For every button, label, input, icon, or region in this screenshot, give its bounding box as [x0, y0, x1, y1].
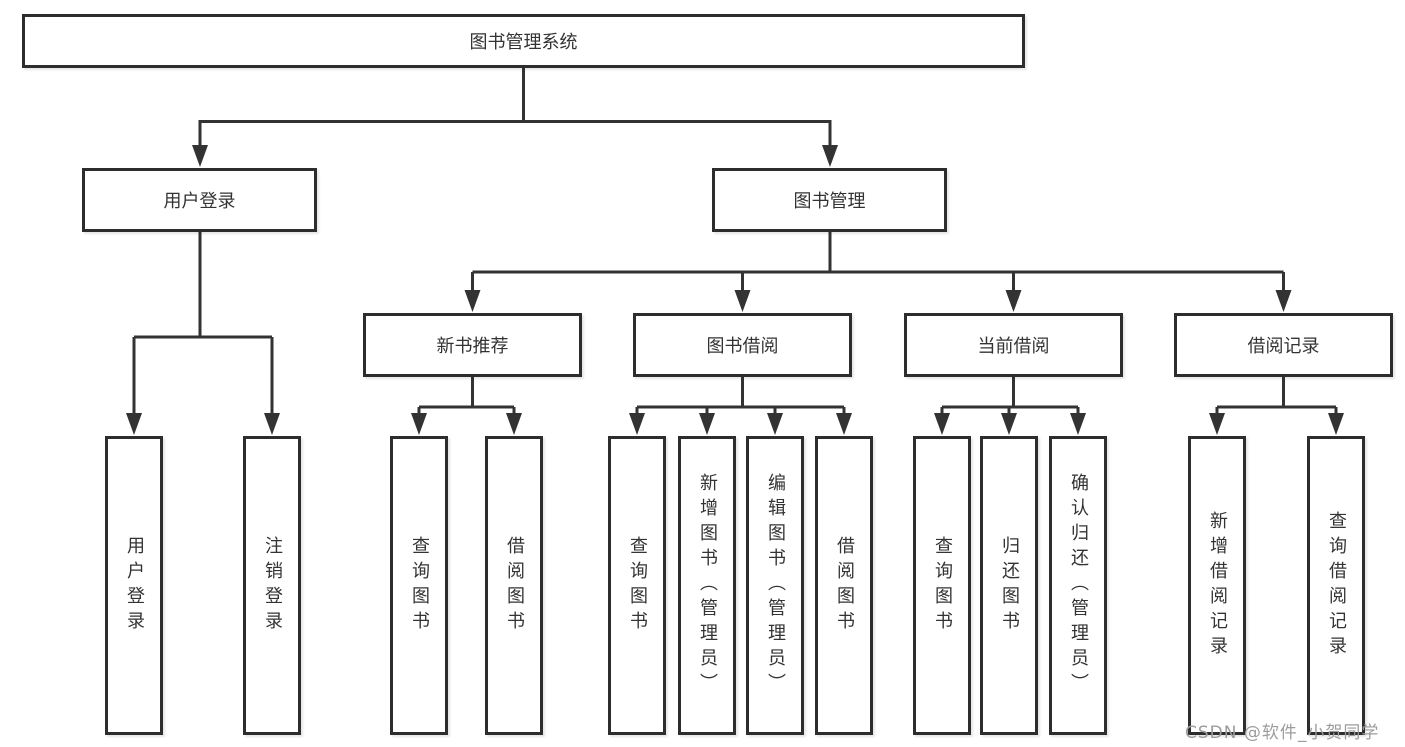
node-book-management-branch: 图书管理 — [712, 168, 947, 232]
node-leaf-borrow-books-recommend: 借阅图书 — [485, 436, 543, 735]
leaf-label: 查询图书 — [932, 535, 953, 636]
leaf-label: 新增借阅记录 — [1207, 510, 1228, 661]
arrow-down-icon — [1209, 413, 1225, 435]
leaf-label: 编辑图书（管理员） — [765, 473, 786, 698]
leaf-label: 用户登录 — [124, 535, 145, 636]
node-leaf-borrow-books: 借阅图书 — [815, 436, 873, 735]
node-leaf-add-borrow-record: 新增借阅记录 — [1188, 436, 1246, 735]
leaf-label: 注销登录 — [262, 535, 283, 636]
arrow-down-icon — [699, 413, 715, 435]
arrow-down-icon — [767, 413, 783, 435]
node-leaf-query-borrow-record: 查询借阅记录 — [1307, 436, 1365, 735]
node-leaf-return-books: 归还图书 — [980, 436, 1038, 735]
arrow-down-icon — [629, 413, 645, 435]
arrow-down-icon — [1070, 413, 1086, 435]
arrow-down-icon — [506, 413, 522, 435]
leaf-label: 借阅图书 — [504, 535, 525, 636]
arrow-down-icon — [1001, 413, 1017, 435]
node-borrow-record: 借阅记录 — [1174, 313, 1393, 377]
leaf-label: 查询图书 — [409, 535, 430, 636]
arrow-down-icon — [836, 413, 852, 435]
node-leaf-query-books-borrow: 查询图书 — [608, 436, 666, 735]
arrow-down-icon — [126, 413, 142, 435]
csdn-watermark: CSDN @软件_小贺同学 — [1185, 723, 1380, 743]
node-leaf-logout: 注销登录 — [243, 436, 301, 735]
arrow-down-icon — [264, 413, 280, 435]
arrow-down-icon — [1005, 290, 1022, 312]
leaf-label: 查询图书 — [627, 535, 648, 636]
leaf-label: 查询借阅记录 — [1326, 510, 1347, 661]
node-leaf-user-login: 用户登录 — [105, 436, 163, 735]
leaf-label: 新增图书（管理员） — [697, 473, 718, 698]
leaf-label: 借阅图书 — [834, 535, 855, 636]
node-leaf-query-books-current: 查询图书 — [913, 436, 971, 735]
node-leaf-add-books-admin: 新增图书（管理员） — [678, 436, 736, 735]
leaf-label: 确认归还（管理员） — [1068, 473, 1089, 698]
node-leaf-edit-books-admin: 编辑图书（管理员） — [746, 436, 804, 735]
leaf-label: 归还图书 — [999, 535, 1020, 636]
node-leaf-query-books-recommend: 查询图书 — [390, 436, 448, 735]
node-current-borrow: 当前借阅 — [904, 313, 1123, 377]
node-new-book-recommend: 新书推荐 — [363, 313, 582, 377]
node-user-login-branch: 用户登录 — [82, 168, 317, 232]
arrow-down-icon — [1328, 413, 1344, 435]
node-book-borrow: 图书借阅 — [633, 313, 852, 377]
node-leaf-confirm-return-admin: 确认归还（管理员） — [1049, 436, 1107, 735]
arrow-down-icon — [464, 290, 481, 312]
arrow-down-icon — [411, 413, 427, 435]
arrow-down-icon — [734, 290, 751, 312]
arrow-down-icon — [934, 413, 950, 435]
arrow-down-icon — [1275, 290, 1292, 312]
arrow-down-icon — [822, 145, 838, 167]
arrow-down-icon — [192, 145, 208, 167]
node-root-library-system: 图书管理系统 — [22, 14, 1025, 68]
